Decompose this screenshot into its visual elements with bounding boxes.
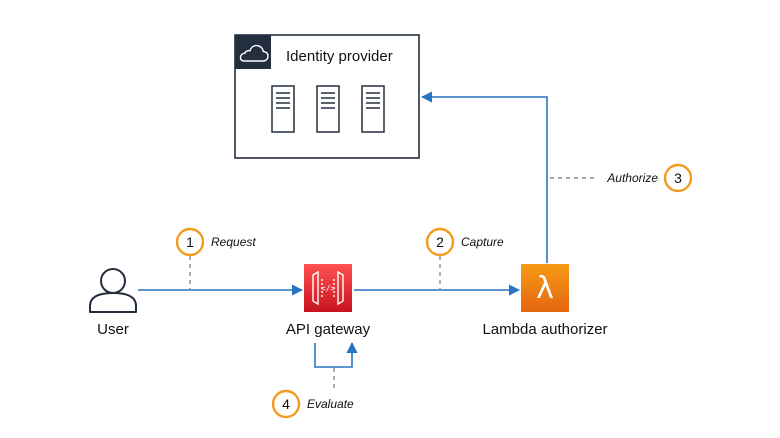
lambda-authorizer-node: λ Lambda authorizer [482, 264, 608, 338]
step-label: Request [211, 235, 256, 249]
cloud-icon [235, 35, 271, 69]
arrow-lambda-to-identity-provider [420, 91, 548, 263]
api-gateway-icon-glyph: </> [321, 284, 336, 293]
arrow-evaluate-loop [314, 341, 358, 368]
step-number: 1 [186, 234, 194, 250]
identity-provider-label: Identity provider [286, 48, 393, 65]
lambda-icon-glyph: λ [536, 271, 554, 306]
user-icon [89, 268, 137, 313]
step-marker: 2 Capture [425, 227, 504, 257]
step-number: 3 [674, 170, 682, 186]
server-icon [271, 85, 295, 133]
identity-provider-box: Identity provider [234, 34, 420, 159]
step-marker: 1 Request [175, 227, 256, 257]
user-label: User [97, 321, 129, 338]
api-gateway-label: API gateway [286, 321, 371, 338]
step-number: 4 [282, 396, 290, 412]
step-marker: 4 Evaluate [271, 389, 354, 419]
step-number: 2 [436, 234, 444, 250]
api-gateway-node: </> API gateway [286, 264, 371, 338]
server-icon [361, 85, 385, 133]
step-label: Authorize [606, 171, 658, 185]
flow-arrows [138, 91, 548, 368]
step-marker: 3 Authorize [606, 163, 693, 193]
step-label: Capture [461, 235, 504, 249]
lambda-icon: λ [521, 264, 569, 312]
server-icon [316, 85, 340, 133]
step-label: Evaluate [307, 397, 354, 411]
lambda-authorizer-label: Lambda authorizer [482, 321, 607, 338]
api-gateway-icon: </> [304, 264, 352, 312]
user-node: User [89, 268, 137, 338]
dashed-connectors [189, 177, 595, 391]
